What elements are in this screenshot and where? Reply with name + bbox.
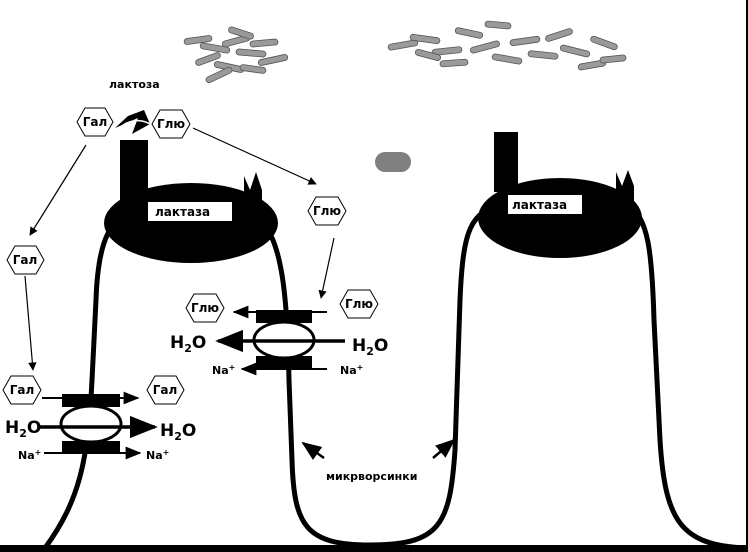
transport-arrows-top	[215, 305, 345, 376]
transport-arrows-bottom	[40, 391, 158, 460]
water-label-inside-bottom: H2O	[160, 421, 196, 443]
glu-molecule-mid: Глю	[307, 196, 347, 226]
sglt-transporter-bottom	[59, 394, 123, 454]
gal-molecule-inside: Гал	[146, 375, 185, 405]
lactase-label-right: лактаза	[512, 198, 567, 212]
svg-text:Глю: Глю	[313, 204, 341, 218]
lactose-label: лактоза	[109, 78, 160, 91]
water-label-inside-top: H2O	[170, 333, 206, 355]
svg-text:Гал: Гал	[83, 115, 108, 129]
gal-molecule-outside: Гал	[2, 375, 42, 405]
lactase-label-box-right	[508, 195, 582, 214]
lactase-enzyme-left	[104, 140, 278, 263]
bacteria-cluster-right	[387, 20, 627, 71]
svg-text:Гал: Гал	[10, 383, 35, 397]
lactase-label-left: лактаза	[155, 205, 210, 219]
cleavage-lightning-icon	[115, 110, 151, 134]
glu-molecule-inside: Глю	[185, 293, 225, 323]
svg-text:Гал: Гал	[13, 253, 38, 267]
sodium-label-inside-bottom: Na+	[146, 448, 169, 462]
lumen-particle	[375, 152, 411, 172]
glu-molecule-top: Глю	[151, 109, 191, 139]
diffusion-arrows	[24, 127, 335, 371]
sodium-label-outside-top: Na+	[340, 363, 363, 377]
bottom-border	[0, 545, 748, 552]
gal-molecule-top: Гал	[76, 107, 114, 137]
svg-text:Глю: Глю	[345, 297, 373, 311]
microvilli-label: микрворсинки	[326, 470, 417, 483]
lactase-label-box-left	[148, 202, 232, 221]
svg-text:Глю: Глю	[191, 301, 219, 315]
svg-text:Глю: Глю	[157, 117, 185, 131]
sodium-label-inside-top: Na+	[212, 363, 235, 377]
water-label-outside-bottom: H2O	[5, 418, 41, 440]
svg-text:Гал: Гал	[153, 383, 178, 397]
gal-molecule-mid: Гал	[6, 245, 45, 275]
bacteria-cluster-left	[183, 26, 289, 84]
sodium-label-outside-bottom: Na+	[18, 448, 41, 462]
microvilli-pointer-arrows	[301, 438, 456, 460]
glu-molecule-outside: Глю	[339, 289, 379, 319]
water-label-outside-top: H2O	[352, 336, 388, 358]
